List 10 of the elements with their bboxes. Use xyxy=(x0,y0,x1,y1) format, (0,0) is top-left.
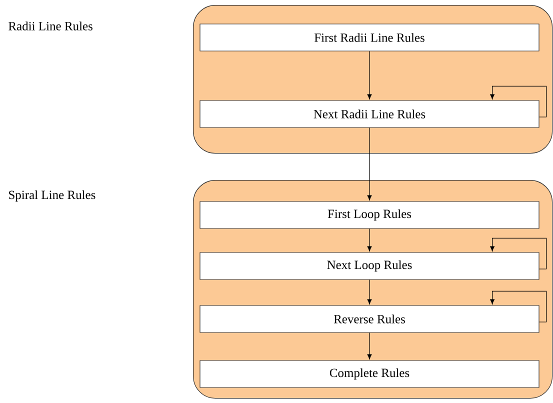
arrow xyxy=(490,290,547,322)
arrow xyxy=(490,86,547,118)
panel-heading: Spiral Line Rules xyxy=(9,190,96,202)
panel-heading: Radii Line Rules xyxy=(8,22,92,30)
arrow xyxy=(367,228,372,252)
arrow xyxy=(367,51,372,100)
arrow xyxy=(490,238,547,270)
arrow xyxy=(367,280,372,304)
arrow xyxy=(367,128,372,200)
arrow xyxy=(367,332,372,360)
